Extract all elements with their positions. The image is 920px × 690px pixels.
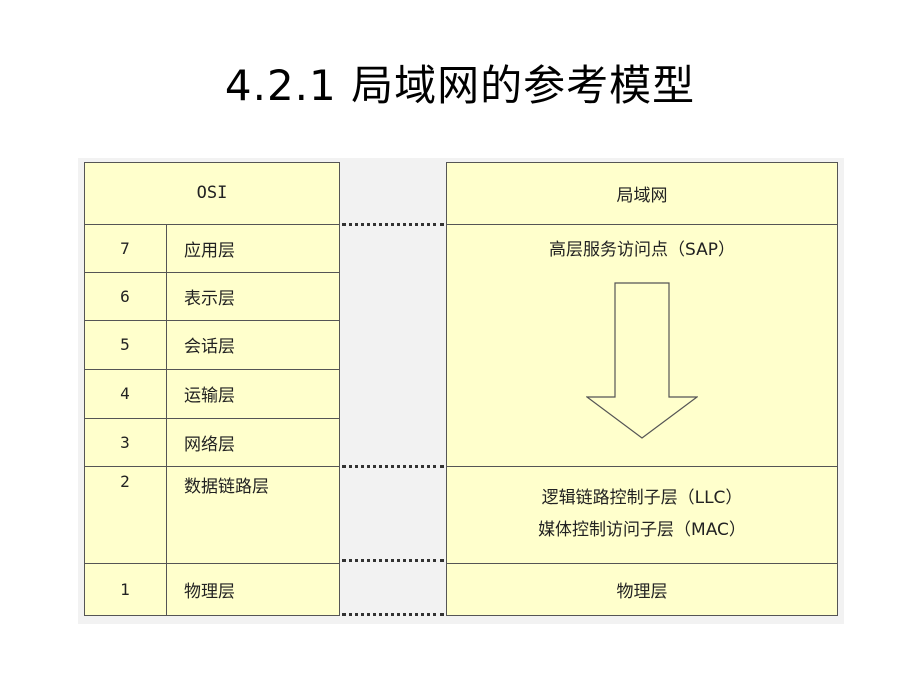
osi-layer-1-number: 1 (120, 580, 130, 599)
lan-llc-label: 逻辑链路控制子层（LLC） (541, 487, 743, 508)
osi-layer-6-name: 表示层 (184, 288, 235, 309)
lan-physical-label: 物理层 (616, 582, 668, 602)
osi-header: OSI (196, 183, 228, 203)
osi-layer-4-name: 运输层 (184, 386, 235, 406)
osi-layer-2-name: 数据链路层 (184, 477, 269, 497)
osi-layer-7-name: 应用层 (184, 240, 235, 261)
osi-layer-3-name: 网络层 (184, 434, 235, 455)
osi-layer-5-number: 5 (120, 335, 130, 354)
lan-mac-label: 媒体控制访问子层（MAC） (538, 519, 746, 540)
lan-header: 局域网 (616, 185, 668, 206)
connector-line-bottom (342, 613, 444, 616)
osi-table (84, 162, 340, 616)
connector-line-top (342, 223, 444, 226)
connector-line-llc (342, 465, 444, 468)
osi-layer-3-number: 3 (120, 432, 130, 452)
down-arrow-icon (586, 282, 698, 439)
osi-layer-7-number: 7 (120, 238, 130, 258)
osi-layer-4-number: 4 (120, 384, 130, 403)
osi-layer-5-name: 会话层 (184, 337, 235, 357)
osi-layer-1-name: 物理层 (184, 582, 235, 602)
page-title: 4.2.1 局域网的参考模型 (224, 61, 696, 110)
connector-line-physical (342, 559, 444, 562)
lan-sap-label: 高层服务访问点（SAP） (549, 239, 735, 260)
lan-reference-model-diagram: OSI 7 应用层 6 表示层 5 会话层 4 运输层 3 网络层 2 数据链路… (78, 158, 844, 624)
osi-layer-6-number: 6 (120, 286, 130, 306)
osi-layer-2-number: 2 (120, 472, 130, 491)
